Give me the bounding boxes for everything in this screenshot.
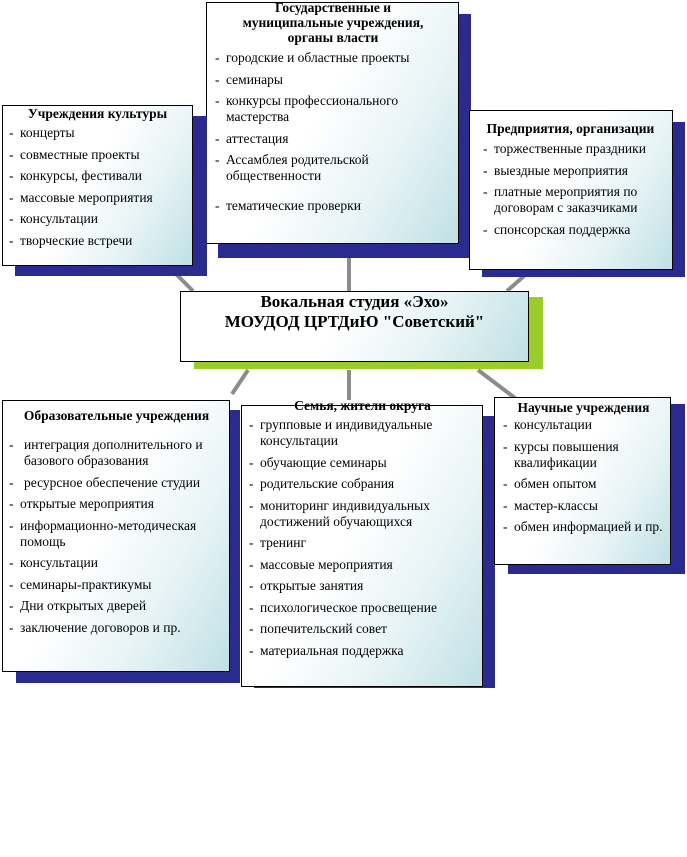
enterprises-title: Предприятия, организации [486,121,655,136]
list-item: родительские собрания [246,476,479,492]
list-item: открытые занятия [246,578,479,594]
list-item: консультации [6,211,189,227]
list-item: аттестация [212,131,454,147]
list-item: массовые мероприятия [246,557,479,573]
list-item: групповые и индивидуальные консультации [246,417,479,449]
list-item: творческие встречи [6,233,189,249]
family-title: Семья, жители округа [294,398,431,413]
list-item: совместные проекты [6,147,189,163]
connector-enterprises [505,274,526,293]
list-item: Ассамблея родительской общественности [212,152,454,184]
list-item: информационно-методическая помощь [6,518,227,550]
science-title: Научные учреждения [517,400,650,415]
list-item: мониторинг индивидуальных достижений обу… [246,498,479,530]
list-item: городские и областные проекты [212,50,454,66]
enterprises-list: торжественные праздники выездные меропри… [480,141,669,238]
science-box: Научные учреждения консультации курсы по… [494,397,671,565]
list-item: Дни открытых дверей [6,598,227,614]
list-item: попечительский совет [246,621,479,637]
culture-list: концерты совместные проекты конкурсы, фе… [6,125,189,249]
family-list: групповые и индивидуальные консультации … [246,417,479,659]
list-item: выездные мероприятия [480,163,669,179]
list-item: торжественные праздники [480,141,669,157]
list-item: консультации [6,555,227,571]
center-box: Вокальная студия «Эхо» МОУДОД ЦРТДиЮ "Со… [180,291,529,362]
list-item: заключение договоров и пр. [6,620,227,636]
list-item: консультации [500,417,667,433]
government-list: городские и областные проекты семинары к… [212,50,454,214]
list-item: интеграция дополнительного и базового об… [6,437,227,469]
list-item: семинары [212,72,454,88]
list-item: спонсорская поддержка [480,222,669,238]
list-item: мастер-классы [500,498,667,514]
education-box: Образовательные учреждения интеграция до… [2,400,230,672]
government-title: Государственные и муниципальные учрежден… [242,0,424,45]
list-item: курсы повышения квалификации [500,439,667,471]
government-box: Государственные и муниципальные учрежден… [206,0,459,244]
list-item: тренинг [246,535,479,551]
family-box: Семья, жители округа групповые и индивид… [241,398,483,687]
list-item: конкурсы профессионального мастерства [212,93,454,125]
center-title-line1: Вокальная студия «Эхо» [260,292,449,311]
list-item: семинары-практикумы [6,577,227,593]
connector-science [476,368,517,400]
list-item: концерты [6,125,189,141]
culture-box: Учреждения культуры концерты совместные … [2,105,193,266]
list-item: платные мероприятия по договорам с заказ… [480,184,669,216]
list-item: массовые мероприятия [6,190,189,206]
list-item: ресурсное обеспечение студии [6,475,227,491]
connector-education [230,368,250,396]
list-item: материальная поддержка [246,643,479,659]
list-item: конкурсы, фестивали [6,168,189,184]
list-item: тематические проверки [212,198,454,214]
education-title: Образовательные учреждения [23,408,210,423]
science-list: консультации курсы повышения квалификаци… [500,417,667,535]
culture-title: Учреждения культуры [27,106,168,121]
list-item: открытые мероприятия [6,496,227,512]
center-title-line2: МОУДОД ЦРТДиЮ "Советский" [224,312,485,331]
list-item: обучающие семинары [246,455,479,471]
list-item: психологическое просвещение [246,600,479,616]
list-item: обмен информацией и пр. [500,519,667,535]
list-item: обмен опытом [500,476,667,492]
enterprises-box: Предприятия, организации торжественные п… [469,110,673,270]
education-list: интеграция дополнительного и базового об… [6,437,227,636]
